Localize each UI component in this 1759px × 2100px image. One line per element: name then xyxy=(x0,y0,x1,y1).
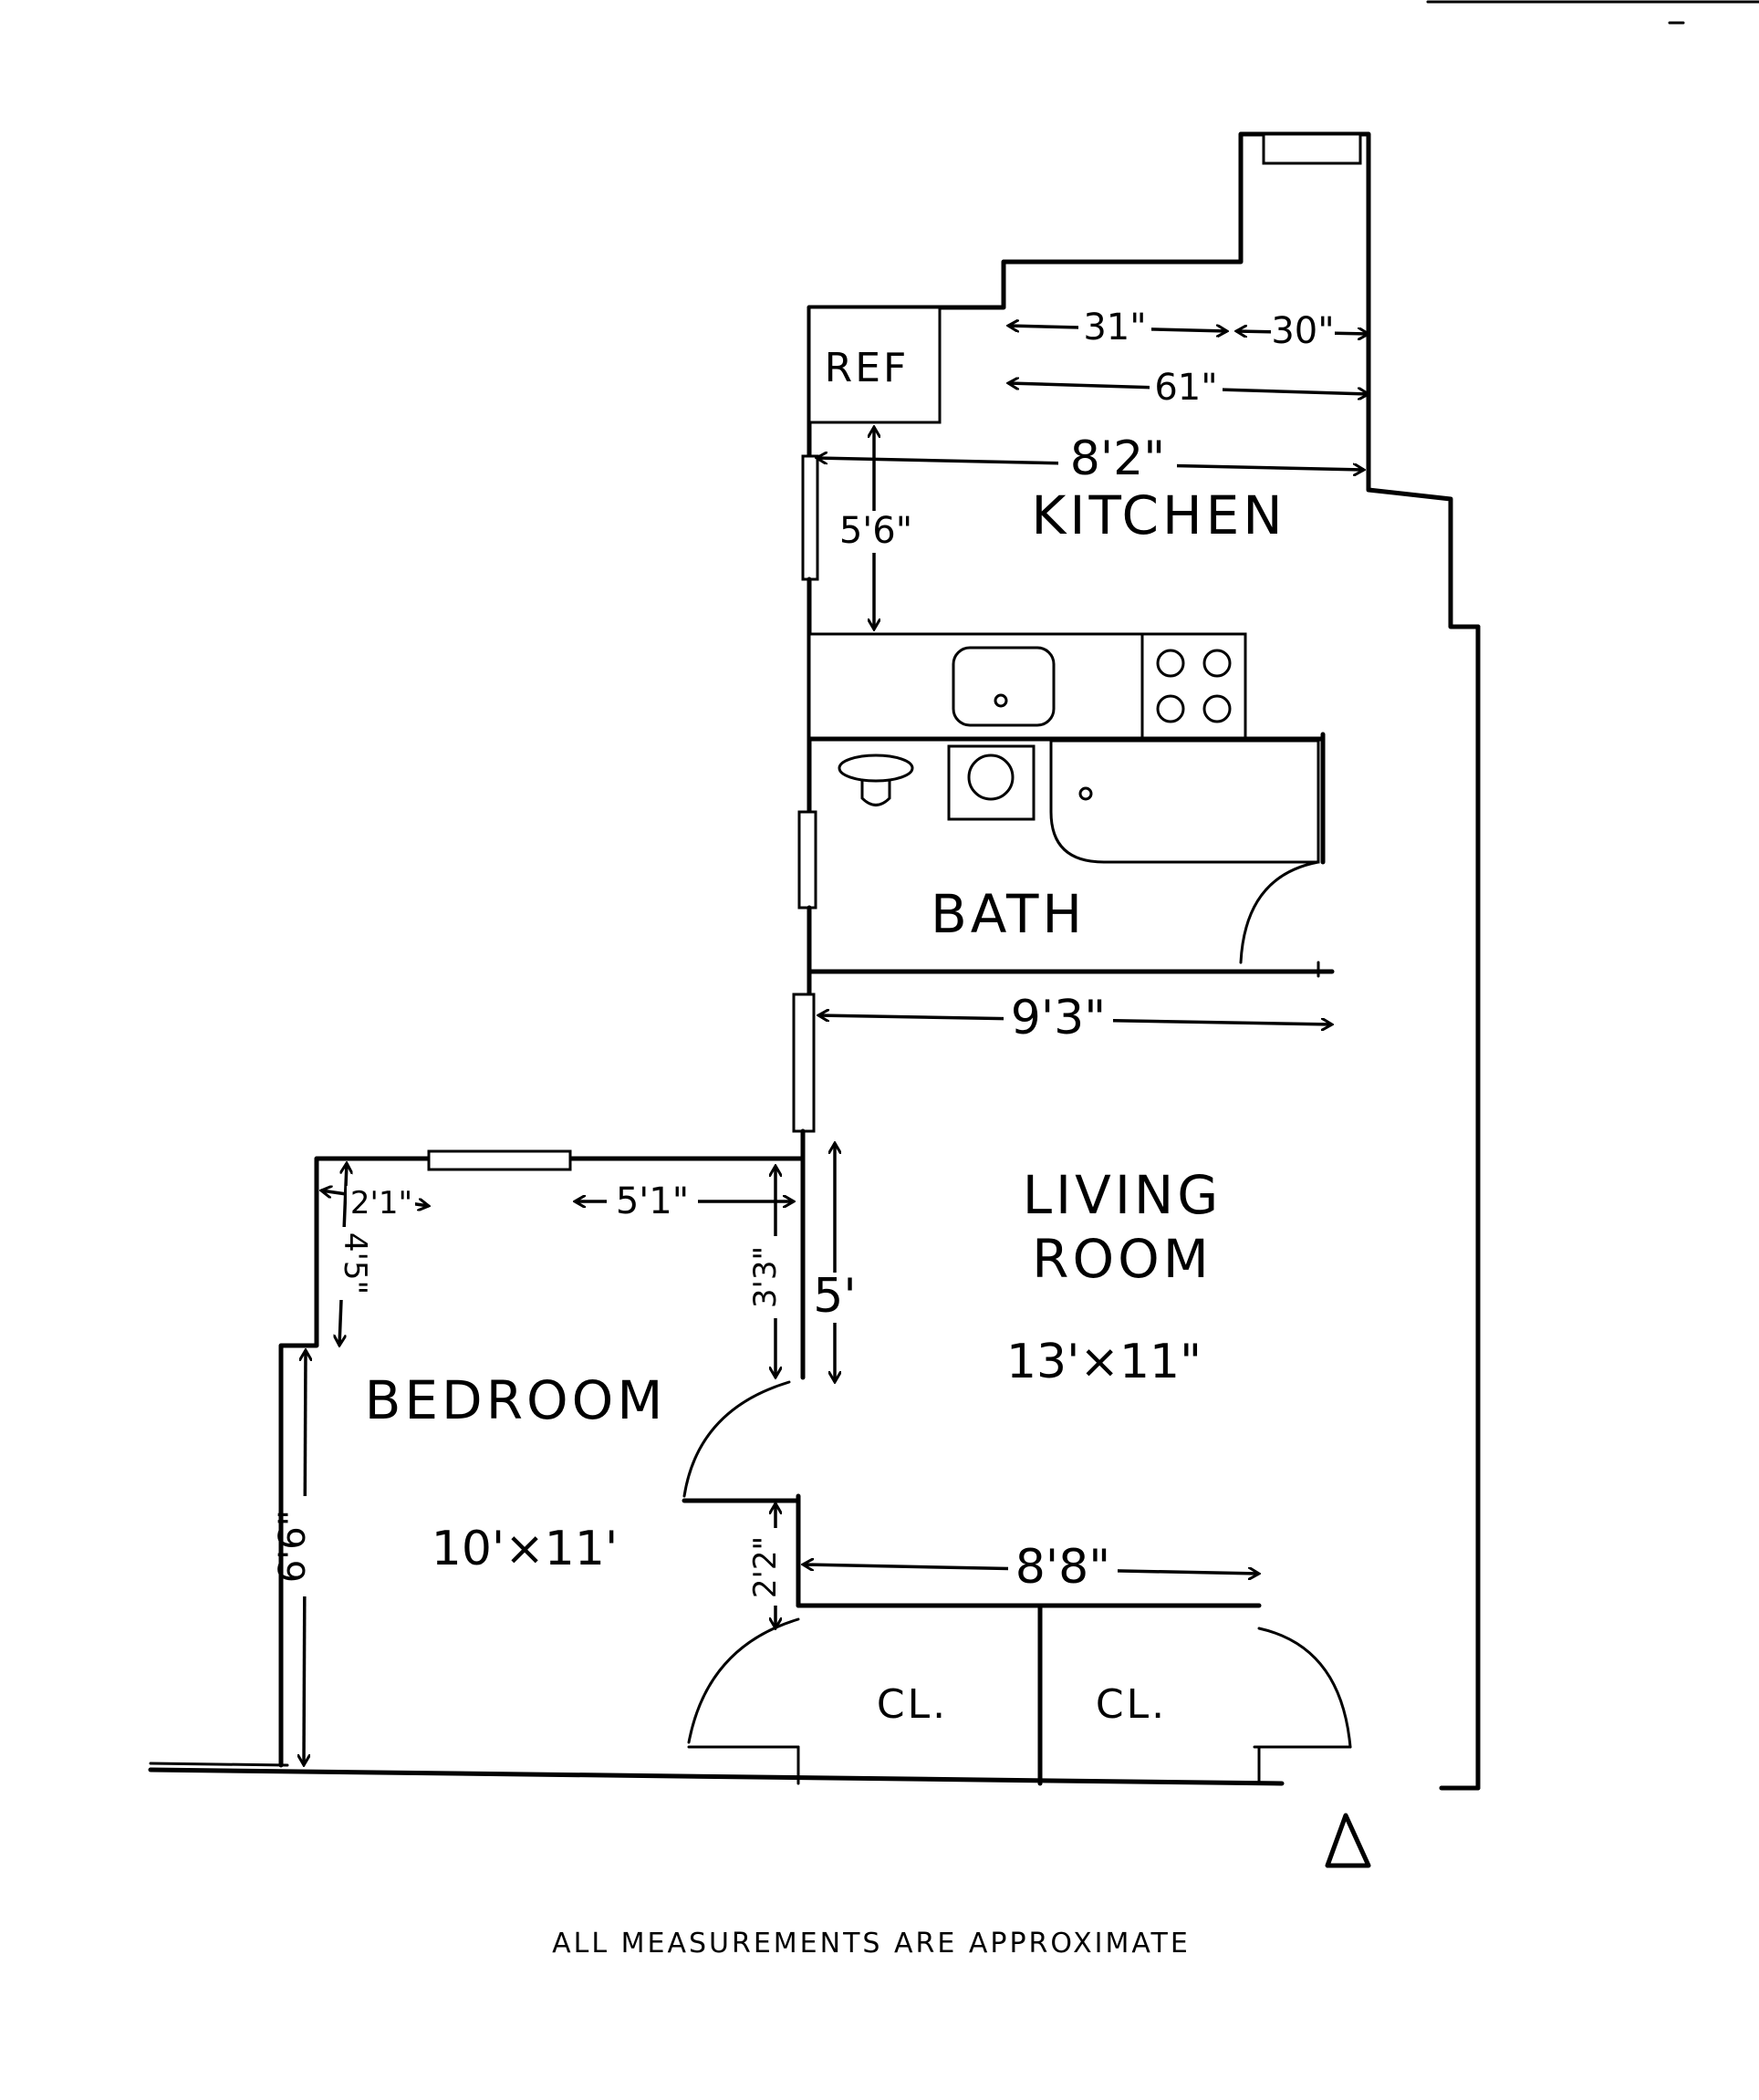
closet-right-door-swing xyxy=(1257,1627,1352,1749)
dim-bedroom-left-lower: 6'6" xyxy=(272,1510,314,1583)
kitchen-label: KITCHEN xyxy=(1031,484,1285,546)
bathtub xyxy=(1049,739,1320,864)
dimension-labels: 31" 30" 61" 8'2" 5'6" 9'3" 5' 2'1" 5'1" … xyxy=(272,307,1335,1606)
dim-counter-right: 30" xyxy=(1271,310,1334,352)
dim-living-width: 9'3" xyxy=(1011,991,1106,1045)
living-room-label-line2: ROOM xyxy=(1032,1228,1213,1290)
closet-right-label: CL. xyxy=(1096,1681,1167,1728)
dim-bedroom-right-upper: 3'3" xyxy=(747,1246,784,1308)
bedroom-window xyxy=(427,1149,572,1171)
bath-door-swing xyxy=(1239,860,1320,964)
kitchen-window xyxy=(1262,132,1362,165)
kitchen-side-window xyxy=(801,454,819,581)
bath: BATH xyxy=(807,732,1335,978)
dim-kitchen-width: 8'2" xyxy=(1070,431,1165,486)
bedroom-door-swing xyxy=(682,1380,791,1498)
living-room-size: 13'×11" xyxy=(1006,1335,1202,1389)
footnote: ALL MEASUREMENTS ARE APPROXIMATE xyxy=(552,1928,1191,1960)
refrigerator: REF xyxy=(807,306,942,424)
toilet xyxy=(838,754,914,783)
dim-counter-total: 61" xyxy=(1154,367,1217,409)
bedroom-walls xyxy=(278,1149,806,1768)
dim-counter-left: 31" xyxy=(1083,307,1146,348)
closet-left-label: CL. xyxy=(877,1681,948,1728)
dim-kitchen-depth: 5'6" xyxy=(839,510,912,552)
closets: CL. CL. xyxy=(687,1603,1352,1786)
bottom-wall xyxy=(148,1767,1285,1786)
dim-closet-wall: 2'2" xyxy=(747,1536,784,1598)
living-room-window xyxy=(792,993,816,1133)
refrigerator-label: REF xyxy=(825,345,910,391)
dim-living-wall-segment: 5' xyxy=(813,1269,856,1324)
living-room-label-line1: LIVING xyxy=(1023,1164,1223,1226)
bath-label: BATH xyxy=(931,883,1086,945)
kitchen-counter xyxy=(807,632,1247,741)
dim-bedroom-top-left: 2'1" xyxy=(350,1185,412,1222)
kitchen-sink xyxy=(952,646,1056,727)
bedroom-label: BEDROOM xyxy=(365,1369,667,1431)
dim-bedroom-top-right: 5'1" xyxy=(616,1180,689,1222)
bath-sink xyxy=(947,744,1036,821)
closet-left-door-swing xyxy=(687,1617,800,1744)
dim-bedroom-left-upper: 4'5" xyxy=(337,1232,373,1294)
dim-closets-width: 8'8" xyxy=(1015,1540,1110,1595)
bath-window xyxy=(797,810,817,910)
bedroom-size: 10'×11' xyxy=(432,1522,619,1576)
entrance-triangle-icon xyxy=(1325,1813,1371,1868)
stove xyxy=(1140,632,1247,741)
